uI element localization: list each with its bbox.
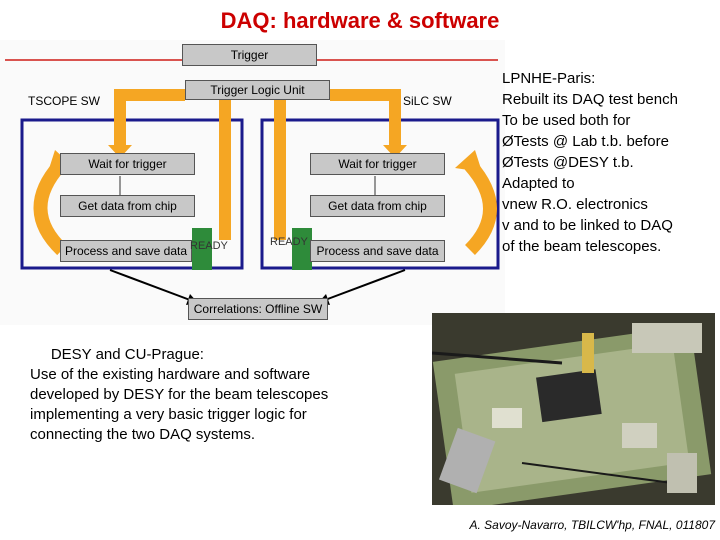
arrow-tlu-right — [330, 89, 401, 148]
desy-text-block: DESY and CU-Prague: Use of the existing … — [30, 345, 410, 445]
trigger-box: Trigger — [182, 44, 317, 66]
right-wait-box: Wait for trigger — [310, 153, 445, 175]
left-ready-label: READY — [190, 240, 228, 252]
lpnhe-line: To be used both for — [502, 112, 631, 129]
lpnhe-line: ØTests @ Lab t.b. before — [502, 133, 669, 150]
lpnhe-text-block: LPNHE-Paris: Rebuilt its DAQ test bench … — [502, 68, 717, 257]
electronics-board-photo — [432, 313, 715, 505]
slide-title: DAQ: hardware & software — [220, 8, 500, 33]
right-process-box: Process and save data — [310, 240, 445, 262]
tscope-sw-label: TSCOPE SW — [28, 94, 101, 108]
arrow-right-to-correlations — [324, 269, 406, 301]
desy-line: implementing a very basic trigger logic … — [30, 406, 307, 423]
arrow-tlu-right-head — [383, 145, 407, 158]
correlations-box: Correlations: Offline SW — [188, 298, 328, 320]
left-wait-box: Wait for trigger — [60, 153, 195, 175]
ready-left-marker — [192, 228, 212, 270]
lpnhe-line: Rebuilt its DAQ test bench — [502, 91, 678, 108]
lpnhe-line: ØTests @DESY t.b. — [502, 154, 634, 171]
right-ready-label: READY — [270, 236, 308, 248]
citation: A. Savoy-Navarro, TBILCW'hp, FNAL, 01180… — [469, 518, 715, 532]
arrow-right-loop — [464, 160, 497, 255]
lpnhe-line: v and to be linked to DAQ — [502, 217, 673, 234]
left-process-box: Process and save data — [60, 240, 192, 262]
arrow-tlu-left — [114, 89, 185, 148]
lpnhe-line: LPNHE-Paris: — [502, 70, 596, 87]
arrow-right-loop-head — [455, 150, 482, 172]
lpnhe-line: Adapted to — [502, 175, 575, 192]
arrow-tlu-left-head — [108, 145, 132, 158]
right-get-box: Get data from chip — [310, 195, 445, 217]
right-frame — [260, 118, 500, 270]
left-get-box: Get data from chip — [60, 195, 195, 217]
arrow-left-to-correlations — [109, 269, 191, 301]
ready-right-marker — [292, 228, 312, 270]
desy-line: developed by DESY for the beam telescope… — [30, 386, 329, 403]
arrow-left-loop — [33, 160, 67, 256]
left-frame — [20, 118, 244, 270]
desy-line: connecting the two DAQ systems. — [30, 426, 256, 443]
desy-line: Use of the existing hardware and softwar… — [30, 366, 311, 383]
trigger-logic-unit-box: Trigger Logic Unit — [185, 80, 330, 100]
lpnhe-line: vnew R.O. electronics — [502, 196, 648, 213]
lpnhe-line: of the beam telescopes. — [502, 238, 662, 255]
silc-sw-label: SiLC SW — [403, 94, 452, 108]
desy-line: DESY and CU-Prague: — [30, 346, 204, 363]
